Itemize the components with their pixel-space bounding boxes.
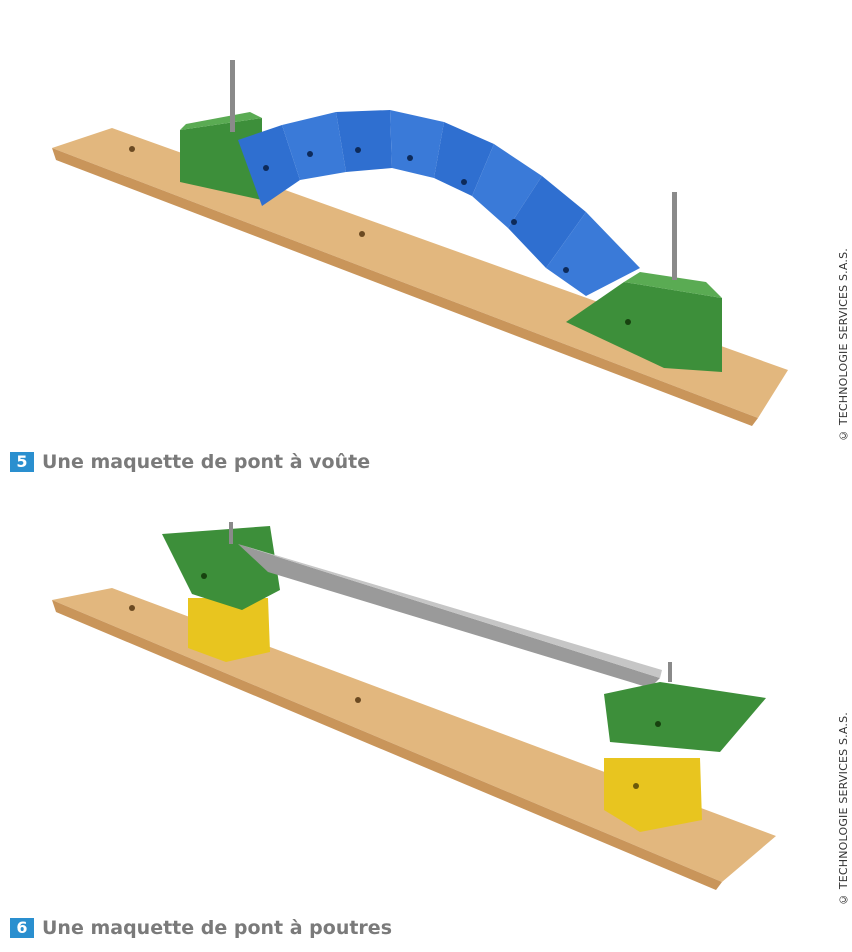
left-yellow-support <box>188 598 270 662</box>
arch-voussoirs <box>238 110 640 296</box>
wooden-base-board <box>52 128 788 418</box>
beam-bridge-model-photo <box>52 522 776 890</box>
left-threaded-rod <box>230 60 235 132</box>
figure-caption: Une maquette de pont à voûte <box>42 451 371 473</box>
wooden-base-board <box>52 588 776 882</box>
wooden-base-edge <box>52 148 758 426</box>
arch-bridge-model-photo <box>52 60 788 426</box>
figure-6: 6 Une maquette de pont à poutres © TECHN… <box>0 490 852 952</box>
figure-5: 5 Une maquette de pont à voûte © TECHNOL… <box>10 60 850 473</box>
left-abutment-block <box>180 118 262 200</box>
photo-credit: © TECHNOLOGIE SERVICES S.A.S. <box>837 712 850 907</box>
right-green-block <box>604 682 766 752</box>
photo-credit: © TECHNOLOGIE SERVICES S.A.S. <box>837 248 850 443</box>
right-yellow-support <box>604 758 702 832</box>
right-threaded-rod <box>672 192 677 280</box>
wooden-base-edge <box>52 600 722 890</box>
metal-beam <box>238 544 660 688</box>
right-abutment-block <box>566 282 722 372</box>
figure-number-badge: 5 <box>10 452 34 472</box>
left-bolt <box>229 522 233 544</box>
figure-number-badge: 6 <box>10 918 34 938</box>
right-bolt <box>668 662 672 682</box>
figure-caption: Une maquette de pont à poutres <box>42 917 392 939</box>
caption: 6 Une maquette de pont à poutres <box>10 917 392 939</box>
left-green-block <box>162 526 280 610</box>
caption: 5 Une maquette de pont à voûte <box>10 451 370 473</box>
